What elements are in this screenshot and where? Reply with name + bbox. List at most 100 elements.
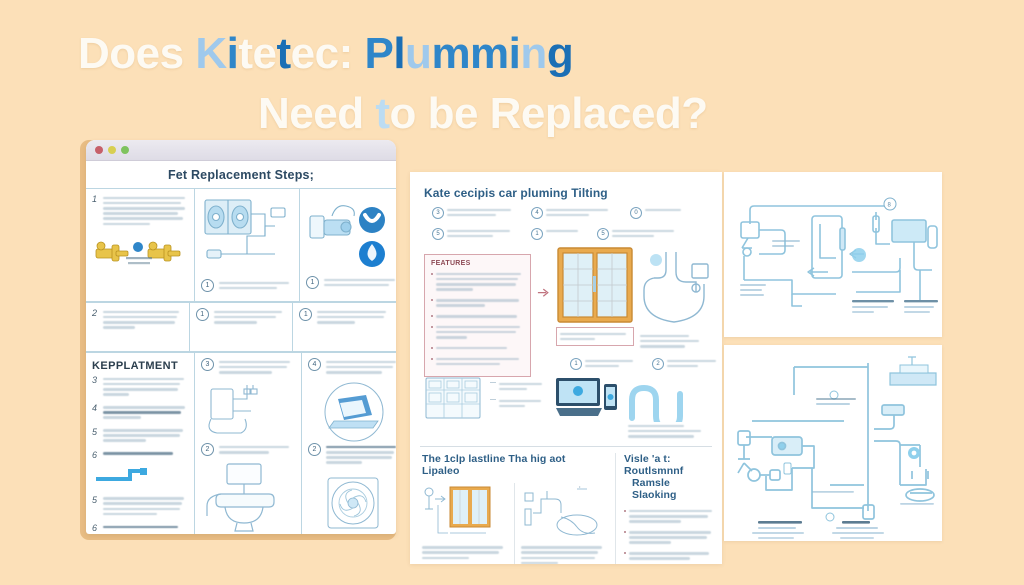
legend-marker-icon: 3: [432, 207, 444, 219]
legend-item: 4: [531, 206, 616, 219]
arrow-right-icon: [538, 288, 550, 297]
mid-section-left-heading: The 1clp lastline Tha hig aot Lipaleo: [422, 453, 566, 478]
step-item: 3: [201, 358, 295, 376]
callout-bullet: [431, 355, 524, 368]
step-item: 5: [92, 427, 188, 445]
left-cell-3-2: 3 2: [195, 353, 302, 534]
left-panel-row-3: KEPPLATMENT 3 4 5 6 5 6: [86, 352, 396, 534]
features-callout: FEATURES: [424, 254, 532, 377]
left-cell-1-2: 1: [195, 189, 300, 301]
caption-mid: [832, 521, 884, 539]
legend-item: 3: [432, 206, 517, 219]
gauge-icon: [908, 447, 920, 459]
step-item: 3: [92, 375, 188, 398]
door-caption: [556, 327, 634, 346]
legend-item: 0: [630, 206, 690, 219]
step-item: 1: [306, 276, 396, 289]
step-item: 2: [92, 308, 183, 331]
callout-heading: FEATURES: [431, 260, 471, 267]
window-close-dot[interactable]: [95, 146, 103, 154]
french-door-icon: [557, 247, 633, 323]
left-section-heading: KEPPLATMENT: [92, 360, 179, 372]
legend-marker-icon: 4: [531, 207, 543, 219]
legend-item: 2: [652, 357, 720, 370]
right-bullet: [624, 528, 716, 546]
legend-marker-icon: 2: [652, 358, 664, 370]
door-flow-icon: [424, 486, 491, 534]
right-bullet: [624, 549, 716, 562]
left-cell-1-3: 1: [300, 189, 396, 301]
step-item: 4: [92, 403, 188, 421]
sink-trap-icon: [643, 252, 709, 323]
legend-item: 1: [531, 227, 583, 240]
legend-marker-icon: 5: [597, 228, 609, 240]
pipe-diagram-icon: [204, 199, 286, 259]
faucet-flow-icon: •: [524, 484, 598, 536]
legend-item: 5: [432, 227, 517, 240]
left-cell-3-3: 4 2 3: [302, 353, 396, 534]
legend-marker-icon: 5: [432, 228, 444, 240]
toilet-icon: [206, 463, 275, 532]
left-cell-3-1: KEPPLATMENT 3 4 5 6 5 6: [86, 353, 195, 534]
right-bottom-schematic-panel: [724, 345, 942, 541]
right-top-schematic-panel: 8: [724, 172, 942, 337]
pipe-bend-icon: [96, 467, 147, 481]
plumbing-schematic-top: 8: [740, 197, 938, 313]
step-item: 2: [308, 443, 396, 466]
mid-section-right-heading-2: Ramsle Slaoking: [632, 477, 677, 502]
left-cell-2-2: 1: [190, 303, 294, 351]
step-item: 3: [308, 533, 396, 534]
left-browser-panel: Fet Replacement Steps; 1: [86, 140, 396, 534]
left-panel-row-2: 2 1 1: [86, 302, 396, 352]
fan-icon: [327, 477, 379, 528]
toilet-supply-icon: [208, 385, 258, 434]
pipe-loop-icon: [629, 384, 683, 422]
caption-left: [752, 521, 804, 539]
step-item: 6: [92, 450, 188, 460]
title-line-2: Need to be Replaced?: [258, 89, 708, 138]
left-cell-1-1: 1: [86, 189, 195, 301]
sink-icon: [889, 356, 937, 386]
title-line-1: Does Kitetec: Plumming: [78, 29, 574, 78]
caption-block: [852, 300, 938, 313]
plumbing-schematic-bottom: [737, 356, 937, 539]
legend-item: 5: [597, 227, 682, 240]
browser-chrome: [86, 140, 396, 161]
callout-bullet: [431, 296, 524, 309]
svg-text:8: 8: [888, 203, 892, 209]
mid-legend-2: 5 1 5: [410, 225, 722, 240]
left-cell-2-3: 1: [293, 303, 396, 351]
step-item: 6: [92, 523, 188, 533]
legend-item: 1: [570, 357, 638, 370]
left-panel-title: Fet Replacement Steps;: [167, 168, 315, 182]
step-item: 5: [92, 495, 188, 518]
step-item: 4: [308, 358, 396, 376]
right-bullet: [624, 507, 716, 525]
callout-bullet: [431, 312, 524, 320]
left-cell-2-1: 2: [86, 303, 190, 351]
step-item: 1: [195, 308, 287, 326]
mid-panel-title: Kate cecipis car pluming Tilting: [424, 186, 608, 200]
window-maximize-dot[interactable]: [121, 146, 129, 154]
laptop-icon: [324, 382, 384, 442]
left-panel-row-1: 1: [86, 188, 396, 302]
window-minimize-dot[interactable]: [108, 146, 116, 154]
divider: [420, 446, 712, 448]
tv-screen-icon: [556, 378, 617, 416]
cabinet-icon: [425, 377, 481, 419]
legend-marker-icon: 0: [630, 207, 642, 219]
callout-bullet: [431, 323, 524, 341]
step-item: 1: [201, 279, 293, 292]
step-item: 2: [201, 443, 295, 457]
step-item: 1: [92, 194, 188, 228]
mid-sub-legend: 1 2: [410, 355, 722, 370]
mid-section-right-heading-1: Visle 'a t: Routlsmnnf: [624, 453, 684, 478]
mid-legend: 3 4 0: [410, 204, 722, 219]
callout-bullet: [431, 344, 524, 352]
page-title: Does Kitetec: Plumming Need to be Replac…: [0, 14, 1024, 142]
callout-bullet: [431, 270, 524, 293]
mid-infographic-panel: Kate cecipis car pluming Tilting 3 4 0 5…: [410, 172, 722, 564]
faucet-pair-icon: [95, 241, 181, 264]
legend-marker-icon: 1: [531, 228, 543, 240]
legend-marker-icon: 1: [570, 358, 582, 370]
